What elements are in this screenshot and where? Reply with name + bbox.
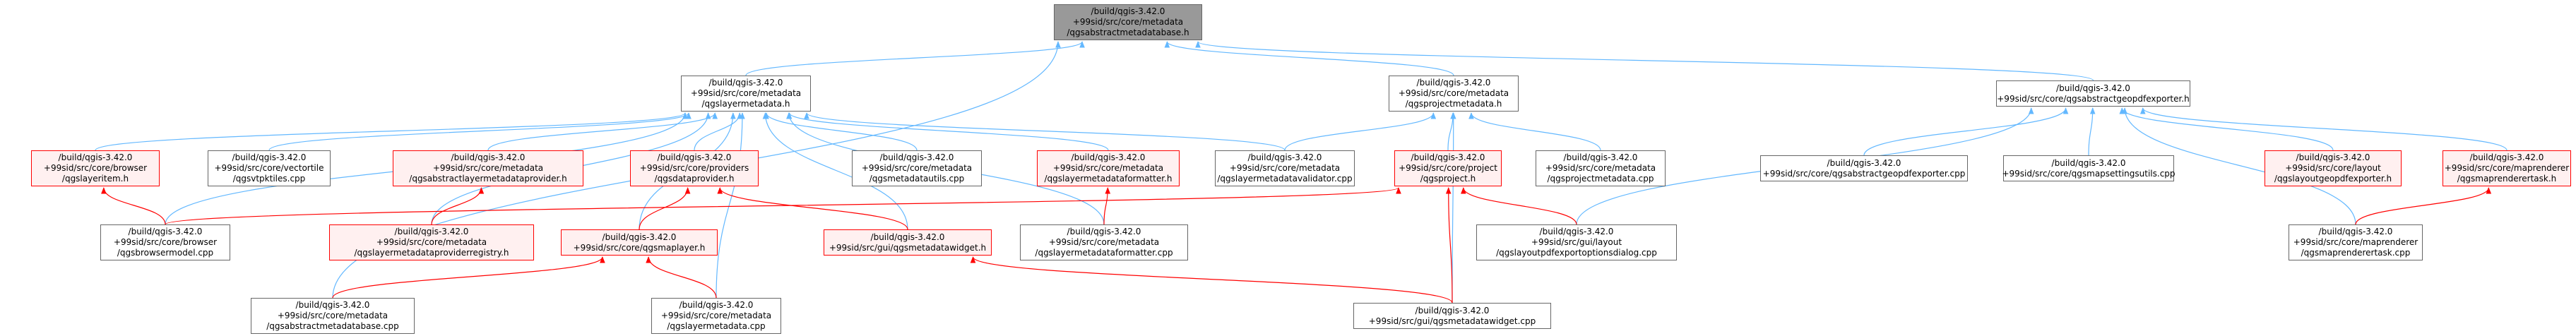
edge-layoutpdfexportoptionsdialog-cpp-to-project-h — [1461, 187, 1577, 225]
edge-layermetadatavalidator-cpp-to-layermetadata-h — [804, 112, 1286, 151]
node-abstractgeopdf-cpp[interactable]: /build/qgis-3.42.0 +99sid/src/core/qgsab… — [1760, 155, 1968, 181]
node-label: /build/qgis-3.42.0 +99sid/src/core/proje… — [1399, 152, 1497, 184]
node-layermetadataformatter-h[interactable]: /build/qgis-3.42.0 +99sid/src/core/metad… — [1037, 150, 1180, 186]
edge-abstractgeopdf-cpp-to-abstractgeopdf-h — [1863, 107, 2069, 156]
node-abstractgeopdf-h[interactable]: /build/qgis-3.42.0 +99sid/src/core/qgsab… — [1996, 80, 2190, 107]
edge-maprenderertask-cpp-to-abstractgeopdf-h — [2122, 107, 2356, 225]
edge-maprenderertask-cpp-to-maprenderertask-h — [2355, 187, 2492, 225]
node-layoutgeopdf-h[interactable]: /build/qgis-3.42.0 +99sid/src/core/layou… — [2265, 150, 2402, 186]
node-abstractmetadatabase-cpp[interactable]: /build/qgis-3.42.0 +99sid/src/core/metad… — [251, 298, 415, 334]
node-label: /build/qgis-3.42.0 +99sid/src/core/metad… — [861, 152, 973, 184]
node-layermetadataformatter-cpp[interactable]: /build/qgis-3.42.0 +99sid/src/core/metad… — [1020, 224, 1188, 260]
edge-project-h-to-projectmetadata-h — [1447, 112, 1456, 151]
node-metadatautils-cpp[interactable]: /build/qgis-3.42.0 +99sid/src/core/metad… — [852, 150, 982, 186]
node-label: /build/qgis-3.42.0 +99sid/src/gui/qgsmet… — [1368, 305, 1536, 326]
edge-layermetadata-cpp-to-layermetadata-h — [716, 112, 745, 299]
edge-layermetadataformatter-cpp-to-layermetadataformatter-h — [1103, 187, 1111, 225]
node-metadatawidget-h[interactable]: /build/qgis-3.42.0 +99sid/src/gui/qgsmet… — [824, 229, 992, 256]
node-label: /build/qgis-3.42.0 +99sid/src/core/provi… — [639, 152, 749, 184]
edge-browsermodel-cpp-to-layeritem-h — [101, 187, 166, 225]
node-browsermodel-cpp[interactable]: /build/qgis-3.42.0 +99sid/src/core/brows… — [100, 224, 230, 260]
node-label: /build/qgis-3.42.0 +99sid/src/core/metad… — [1545, 152, 1656, 184]
node-label: /build/qgis-3.42.0 +99sid/src/core/metad… — [660, 300, 772, 331]
node-layeritem-h[interactable]: /build/qgis-3.42.0 +99sid/src/core/brows… — [31, 150, 160, 186]
node-layoutpdfexportoptionsdialog-cpp[interactable]: /build/qgis-3.42.0 +99sid/src/gui/layout… — [1476, 224, 1677, 260]
node-label: /build/qgis-3.42.0 +99sid/src/core/qgsma… — [2002, 157, 2176, 179]
edge-metadatawidget-h-to-layermetadata-h — [762, 112, 908, 230]
edge-metadatawidget-cpp-to-metadatawidget-h — [970, 256, 1453, 304]
node-label: /build/qgis-3.42.0 +99sid/src/core/metad… — [1035, 227, 1173, 258]
node-vtpktiles-cpp[interactable]: /build/qgis-3.42.0 +99sid/src/core/vecto… — [208, 150, 331, 186]
node-label: /build/qgis-3.42.0 +99sid/src/core/mapre… — [2444, 152, 2570, 184]
node-label: /build/qgis-3.42.0 +99sid/src/core/metad… — [1067, 6, 1189, 37]
edge-abstractlayermetadataprovider-h-to-layermetadata-h — [487, 112, 718, 151]
edge-layeritem-h-to-layermetadata-h — [95, 112, 688, 151]
edge-metadatawidget-cpp-to-project-h — [1445, 187, 1453, 304]
edge-layermetadataproviderregistry-h-to-abstractlayermetadataprovider-h — [431, 187, 485, 225]
edge-layermetadatavalidator-cpp-to-projectmetadata-h — [1284, 112, 1437, 151]
node-layermetadatavalidator-cpp[interactable]: /build/qgis-3.42.0 +99sid/src/core/metad… — [1215, 150, 1355, 186]
node-dataprovider-h[interactable]: /build/qgis-3.42.0 +99sid/src/core/provi… — [630, 150, 759, 186]
node-label: /build/qgis-3.42.0 +99sid/src/core/metad… — [1217, 152, 1353, 184]
edge-layermetadata-h-to-root — [745, 41, 1085, 76]
node-label: /build/qgis-3.42.0 +99sid/src/core/vecto… — [214, 152, 324, 184]
node-projectmetadata-h[interactable]: /build/qgis-3.42.0 +99sid/src/core/metad… — [1389, 76, 1519, 112]
node-layermetadataproviderregistry-h[interactable]: /build/qgis-3.42.0 +99sid/src/core/metad… — [329, 224, 534, 260]
node-label: /build/qgis-3.42.0 +99sid/src/core/mapre… — [2293, 227, 2418, 258]
edge-layoutgeopdf-h-to-abstractgeopdf-h — [2119, 107, 2334, 151]
node-label: /build/qgis-3.42.0 +99sid/src/core/metad… — [1398, 78, 1509, 109]
edge-metadatawidget-cpp-to-projectmetadata-h — [1450, 112, 1456, 304]
node-projectmetadata-cpp[interactable]: /build/qgis-3.42.0 +99sid/src/core/metad… — [1536, 150, 1666, 186]
node-label: /build/qgis-3.42.0 +99sid/src/gui/qgsmet… — [829, 232, 987, 253]
node-label: /build/qgis-3.42.0 +99sid/src/gui/layout… — [1496, 227, 1657, 258]
node-maplayer-h[interactable]: /build/qgis-3.42.0 +99sid/src/core/qgsma… — [561, 229, 718, 256]
edge-maprenderertask-h-to-abstractgeopdf-h — [2140, 107, 2507, 151]
edge-layermetadataformatter-h-to-layermetadata-h — [786, 112, 1109, 151]
edge-metadatautils-cpp-to-layermetadata-h — [764, 112, 918, 151]
node-label: /build/qgis-3.42.0 +99sid/src/core/metad… — [690, 78, 802, 109]
edge-layermetadata-cpp-to-maplayer-h — [646, 256, 717, 299]
node-label: /build/qgis-3.42.0 +99sid/src/core/metad… — [409, 152, 567, 184]
edge-browsermodel-cpp-to-project-h — [165, 187, 1401, 225]
node-label: /build/qgis-3.42.0 +99sid/src/core/brows… — [113, 227, 218, 258]
node-root: /build/qgis-3.42.0 +99sid/src/core/metad… — [1054, 4, 1202, 40]
edge-mapsettingsutils-cpp-to-abstractgeopdf-h — [2088, 107, 2096, 156]
edge-projectmetadata-cpp-to-projectmetadata-h — [1468, 112, 1601, 151]
node-abstractlayermetadataprovider-h[interactable]: /build/qgis-3.42.0 +99sid/src/core/metad… — [393, 150, 583, 186]
edge-metadatawidget-h-to-dataprovider-h — [717, 187, 908, 230]
node-mapsettingsutils-cpp[interactable]: /build/qgis-3.42.0 +99sid/src/core/qgsma… — [2002, 155, 2176, 181]
node-label: /build/qgis-3.42.0 +99sid/src/core/metad… — [1044, 152, 1173, 184]
edge-vtpktiles-cpp-to-layermetadata-h — [268, 112, 692, 151]
node-metadatawidget-cpp[interactable]: /build/qgis-3.42.0 +99sid/src/gui/qgsmet… — [1353, 303, 1551, 329]
edge-dataprovider-h-to-layermetadata-h — [694, 112, 743, 151]
node-layermetadata-cpp[interactable]: /build/qgis-3.42.0 +99sid/src/core/metad… — [651, 298, 781, 334]
node-maprenderertask-h[interactable]: /build/qgis-3.42.0 +99sid/src/core/mapre… — [2443, 150, 2571, 186]
node-label: /build/qgis-3.42.0 +99sid/src/core/metad… — [354, 227, 509, 258]
edge-abstractmetadatabase-cpp-to-maplayer-h — [332, 256, 605, 299]
node-label: /build/qgis-3.42.0 +99sid/src/core/brows… — [43, 152, 148, 184]
node-maprenderertask-cpp[interactable]: /build/qgis-3.42.0 +99sid/src/core/mapre… — [2289, 224, 2423, 260]
node-label: /build/qgis-3.42.0 +99sid/src/core/qgsab… — [1997, 83, 2190, 104]
edge-projectmetadata-h-to-root — [1164, 41, 1454, 76]
node-label: /build/qgis-3.42.0 +99sid/src/core/layou… — [2274, 152, 2392, 184]
node-label: /build/qgis-3.42.0 +99sid/src/core/qgsma… — [573, 232, 706, 253]
node-layermetadata-h[interactable]: /build/qgis-3.42.0 +99sid/src/core/metad… — [681, 76, 811, 112]
node-label: /build/qgis-3.42.0 +99sid/src/core/qgsab… — [1762, 157, 1966, 179]
edge-maplayer-h-to-dataprovider-h — [639, 187, 691, 230]
edge-abstractgeopdf-h-to-root — [1195, 41, 2094, 81]
node-label: /build/qgis-3.42.0 +99sid/src/core/metad… — [266, 300, 399, 331]
node-project-h[interactable]: /build/qgis-3.42.0 +99sid/src/core/proje… — [1394, 150, 1502, 186]
